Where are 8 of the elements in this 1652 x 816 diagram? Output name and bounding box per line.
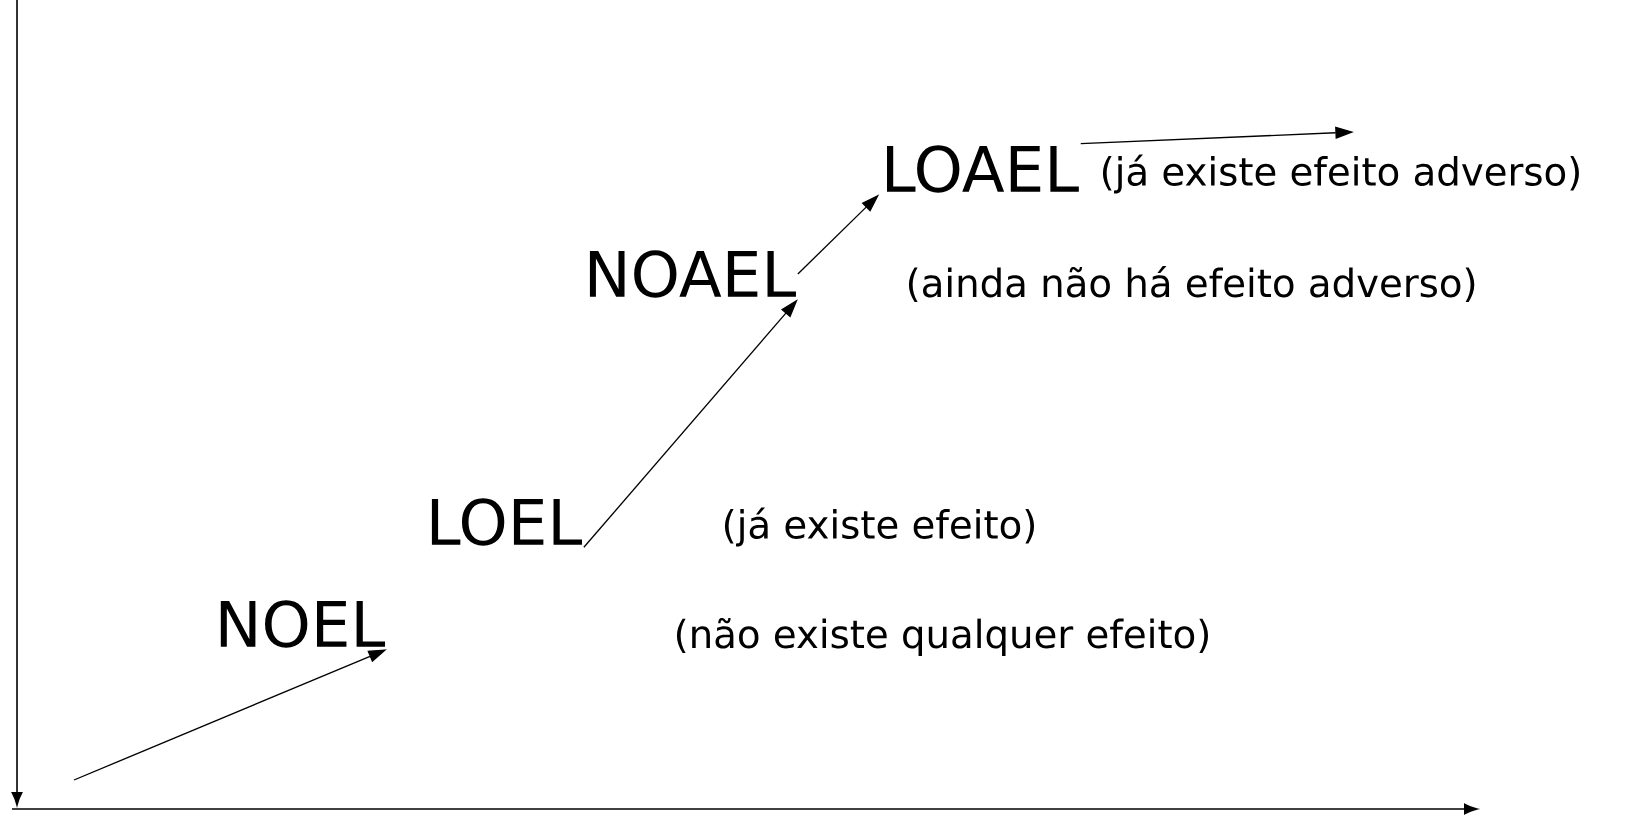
level-label: NOAEL bbox=[589, 250, 796, 298]
description-text: (já existe efeito adverso) bbox=[1102, 154, 1579, 194]
description-text: (já existe efeito) bbox=[724, 507, 1035, 547]
level-label: LOEL bbox=[431, 498, 582, 546]
description-text: (ainda não há efeito adverso) bbox=[908, 266, 1475, 302]
description-text: (não existe qualquer efeito) bbox=[676, 617, 1208, 657]
level-label: LOAEL bbox=[887, 145, 1079, 193]
level-label: NOEL bbox=[220, 600, 386, 648]
